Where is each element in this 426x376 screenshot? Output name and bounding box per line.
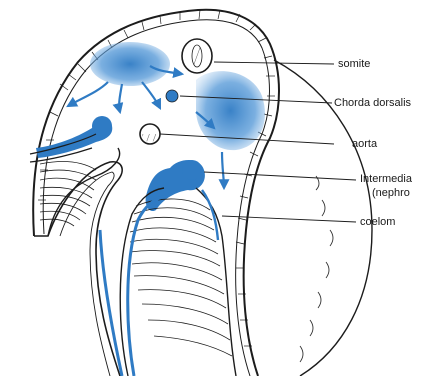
chorda-dorsalis [166,90,178,102]
label-intermediate-line1: Intermedia [360,173,412,186]
somite-left-mass [90,42,170,86]
left-mesoderm-knob [92,116,112,136]
label-chorda-dorsalis: Chorda dorsalis [334,97,411,110]
gut-fold-left-blue [100,230,122,376]
label-somite: somite [338,58,370,71]
label-coelom: coelom [360,216,395,229]
gut-fold-left-inner [60,172,114,376]
intermediate-knob [182,160,202,180]
label-intermediate-line2: (nephro [372,187,410,200]
central-striated-tissue [130,199,232,356]
leader-somite [214,62,334,64]
neural-tube-lumen [192,45,202,67]
central-blue-layer [128,196,166,376]
leader-intermediate [204,172,356,180]
amnion-curve-marks [300,176,333,362]
label-aorta: aorta [352,138,377,151]
